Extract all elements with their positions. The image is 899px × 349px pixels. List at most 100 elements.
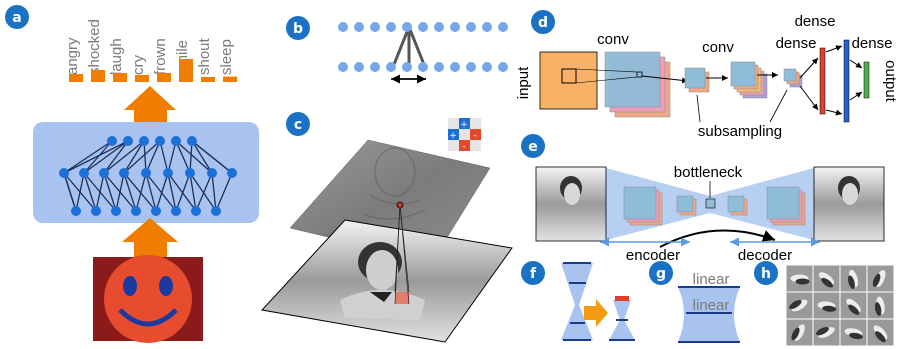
network-edge — [167, 172, 177, 212]
badge-a: a — [5, 5, 29, 29]
badge-c: c — [286, 112, 310, 136]
svg-text:c: c — [294, 117, 302, 133]
filter-dark-lobe — [847, 275, 855, 289]
bottom-node — [418, 62, 428, 72]
smile-mouth — [118, 308, 178, 327]
output-bar-frown — [157, 73, 171, 82]
arrow-up-bottom — [134, 240, 167, 258]
bottom-node — [370, 62, 380, 72]
dense-layer-2 — [843, 39, 850, 123]
conv-1d-diagram — [338, 22, 508, 72]
orange-arrow — [584, 299, 608, 327]
projection-lines — [394, 204, 410, 305]
filter-light-lobe — [818, 327, 835, 338]
top-node — [450, 22, 460, 32]
arrow-up-top-head — [124, 86, 176, 110]
network-edge — [159, 140, 169, 174]
bottom-node — [450, 62, 460, 72]
right-eye — [159, 276, 173, 296]
subsampling-pointer-2 — [769, 89, 788, 123]
top-node — [498, 22, 508, 32]
top-node — [370, 22, 380, 32]
svg-text:a: a — [12, 10, 21, 26]
network-edge — [103, 140, 129, 174]
learned-filters-grid — [785, 264, 895, 347]
network-node — [207, 168, 217, 178]
output-label-angry: angry — [64, 37, 81, 75]
output-pixel — [396, 201, 404, 209]
top-node — [338, 22, 348, 32]
panel-g: g linear linear — [649, 261, 740, 343]
bottom-node — [354, 62, 364, 72]
bottom-node — [498, 62, 508, 72]
output-label-cry: cry — [130, 55, 147, 75]
network-graph — [59, 136, 237, 216]
svg-text:-: - — [473, 131, 476, 141]
network-node — [171, 136, 181, 146]
top-node — [482, 22, 492, 32]
input-image-face — [564, 183, 580, 205]
svg-text:g: g — [656, 266, 666, 282]
network-edge — [175, 172, 191, 212]
network-node — [119, 168, 129, 178]
network-edge — [189, 140, 193, 174]
filter-light-lobe — [791, 299, 808, 312]
filter-dark-lobe — [791, 327, 800, 341]
output-bar-smile — [179, 59, 193, 82]
output-bars — [69, 59, 237, 82]
network-edge — [145, 140, 161, 174]
bottom-node — [434, 62, 444, 72]
network-node — [111, 206, 121, 216]
network-edge — [175, 140, 191, 174]
output-image-face — [842, 183, 858, 205]
dense-arrow-3 — [825, 45, 843, 53]
network-edge — [215, 172, 233, 212]
network-edge — [191, 140, 233, 174]
encoder-stack — [623, 186, 806, 226]
dense-arrow-2 — [799, 85, 819, 111]
bottom-node — [338, 62, 348, 72]
top-node — [434, 22, 444, 32]
kernel-icon: + + - - — [448, 118, 481, 152]
subsampling-pointer-1 — [696, 94, 701, 123]
panel-c: c + + - - — [261, 112, 513, 343]
output-label-laugh: laugh — [108, 38, 125, 75]
svg-text:+: + — [460, 120, 468, 130]
input-kernel — [561, 68, 577, 84]
dense-layer-1 — [819, 47, 826, 115]
network-node — [139, 136, 149, 146]
conv-edge — [407, 26, 427, 68]
network-node — [151, 206, 161, 216]
network-node — [71, 206, 81, 216]
filter-light-lobe — [846, 298, 861, 313]
network-edge — [123, 172, 137, 212]
network-node — [79, 168, 89, 178]
network-edge — [135, 172, 147, 212]
conv1-label: conv — [597, 31, 629, 48]
encode-decode-arrow — [659, 229, 776, 248]
network-node — [227, 168, 237, 178]
network-node — [211, 206, 221, 216]
badge-g: g — [649, 261, 673, 285]
network-edge — [123, 140, 161, 174]
output-bar-sleep — [223, 76, 237, 82]
svg-text:-: - — [462, 142, 465, 152]
network-node — [107, 136, 117, 146]
badge-f: f — [521, 261, 545, 285]
receptive-patch — [395, 292, 409, 304]
filter-dark-lobe — [821, 277, 833, 288]
encoder-label: encoder — [626, 247, 680, 264]
bottom-node — [466, 62, 476, 72]
network-node — [185, 168, 195, 178]
network-edge — [155, 172, 169, 212]
svg-text:e: e — [528, 139, 538, 155]
network-edge — [63, 172, 77, 212]
output-bar-angry — [69, 74, 83, 82]
feature-map-face — [364, 147, 426, 220]
network-edge — [63, 172, 97, 212]
network-edge — [103, 172, 117, 212]
network-edge — [83, 172, 117, 212]
output-label-sleep: sleep — [218, 39, 235, 75]
conv2-label: conv — [702, 39, 734, 56]
